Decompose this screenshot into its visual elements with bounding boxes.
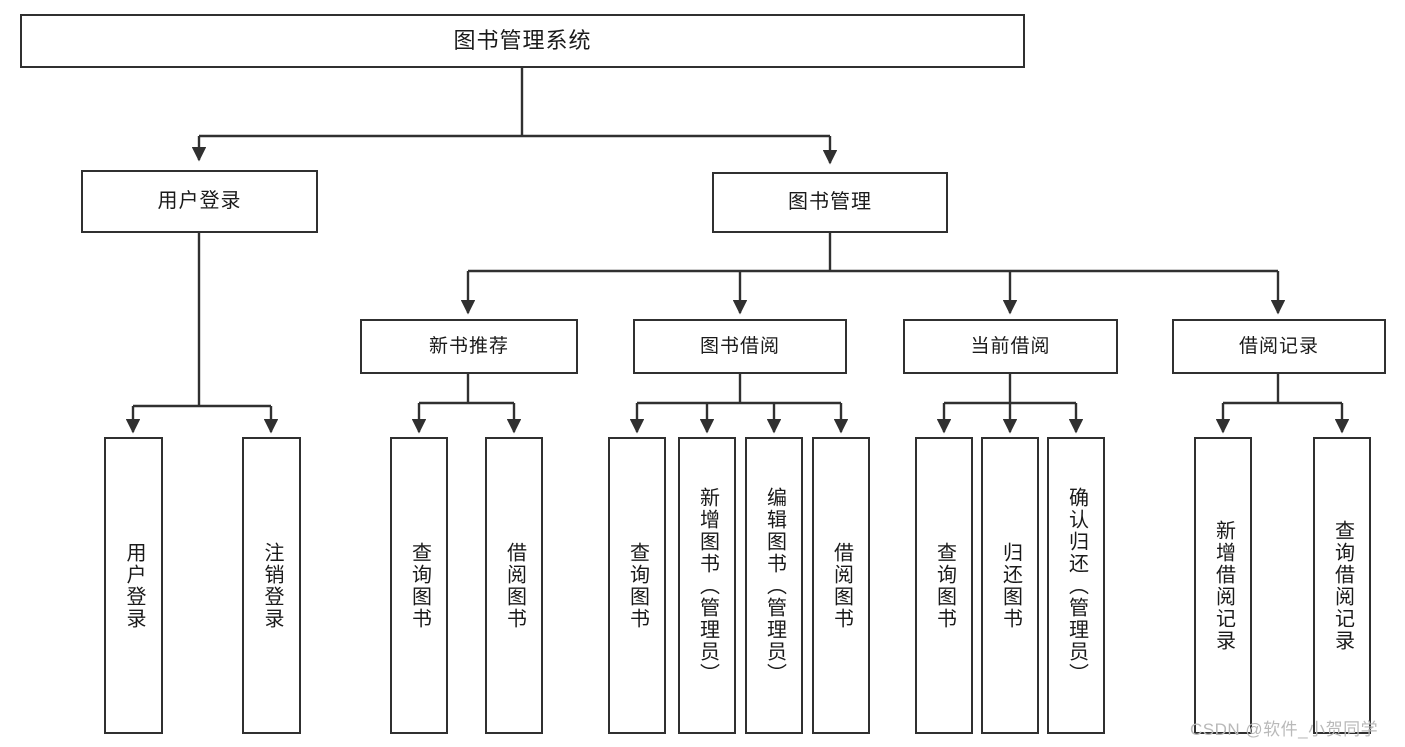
node-root-label: 图书管理系统 <box>453 27 592 53</box>
leaf-currentborrow-confirm-return-label: 确认归还（管理员） <box>1065 486 1088 685</box>
leaf-bookborrow-borrow-book-label: 借阅图书 <box>830 541 853 630</box>
leaf-newbook-query-book-label: 查询图书 <box>408 541 431 630</box>
node-user-login-label: 用户登录 <box>157 190 242 213</box>
node-current-borrow-label: 当前借阅 <box>970 335 1051 357</box>
leaf-currentborrow-return-book[interactable]: 归还图书 <box>981 437 1039 734</box>
leaf-user-login-label: 用户登录 <box>123 541 145 630</box>
leaf-user-login[interactable]: 用户登录 <box>104 437 163 734</box>
leaf-bookborrow-edit-book-label: 编辑图书（管理员） <box>763 486 786 685</box>
leaf-borrowrecord-add-record[interactable]: 新增借阅记录 <box>1194 437 1252 734</box>
leaf-bookborrow-add-book[interactable]: 新增图书（管理员） <box>678 437 736 734</box>
leaf-bookborrow-query-book[interactable]: 查询图书 <box>608 437 666 734</box>
leaf-bookborrow-query-book-label: 查询图书 <box>626 541 649 630</box>
leaf-bookborrow-add-book-label: 新增图书（管理员） <box>696 486 719 685</box>
leaf-user-logout[interactable]: 注销登录 <box>242 437 301 734</box>
leaf-newbook-borrow-book[interactable]: 借阅图书 <box>485 437 543 734</box>
node-new-book-rec[interactable]: 新书推荐 <box>360 319 578 374</box>
node-borrow-record-label: 借阅记录 <box>1238 335 1319 357</box>
node-borrow-record[interactable]: 借阅记录 <box>1172 319 1386 374</box>
node-book-borrow-label: 图书借阅 <box>699 335 780 357</box>
leaf-newbook-query-book[interactable]: 查询图书 <box>390 437 448 734</box>
leaf-bookborrow-borrow-book[interactable]: 借阅图书 <box>812 437 870 734</box>
node-book-borrow[interactable]: 图书借阅 <box>633 319 847 374</box>
leaf-currentborrow-confirm-return[interactable]: 确认归还（管理员） <box>1047 437 1105 734</box>
leaf-borrowrecord-query-record[interactable]: 查询借阅记录 <box>1313 437 1371 734</box>
leaf-currentborrow-return-book-label: 归还图书 <box>999 541 1022 630</box>
leaf-borrowrecord-add-record-label: 新增借阅记录 <box>1212 519 1235 652</box>
leaf-currentborrow-query-book-label: 查询图书 <box>933 541 956 630</box>
leaf-borrowrecord-query-record-label: 查询借阅记录 <box>1331 519 1354 652</box>
node-book-manage[interactable]: 图书管理 <box>712 172 948 233</box>
node-current-borrow[interactable]: 当前借阅 <box>903 319 1118 374</box>
leaf-newbook-borrow-book-label: 借阅图书 <box>503 541 526 630</box>
node-user-login[interactable]: 用户登录 <box>81 170 318 233</box>
node-book-manage-label: 图书管理 <box>788 191 872 214</box>
node-new-book-rec-label: 新书推荐 <box>428 335 509 357</box>
node-root[interactable]: 图书管理系统 <box>20 14 1025 68</box>
leaf-currentborrow-query-book[interactable]: 查询图书 <box>915 437 973 734</box>
leaf-bookborrow-edit-book[interactable]: 编辑图书（管理员） <box>745 437 803 734</box>
leaf-user-logout-label: 注销登录 <box>261 541 283 630</box>
